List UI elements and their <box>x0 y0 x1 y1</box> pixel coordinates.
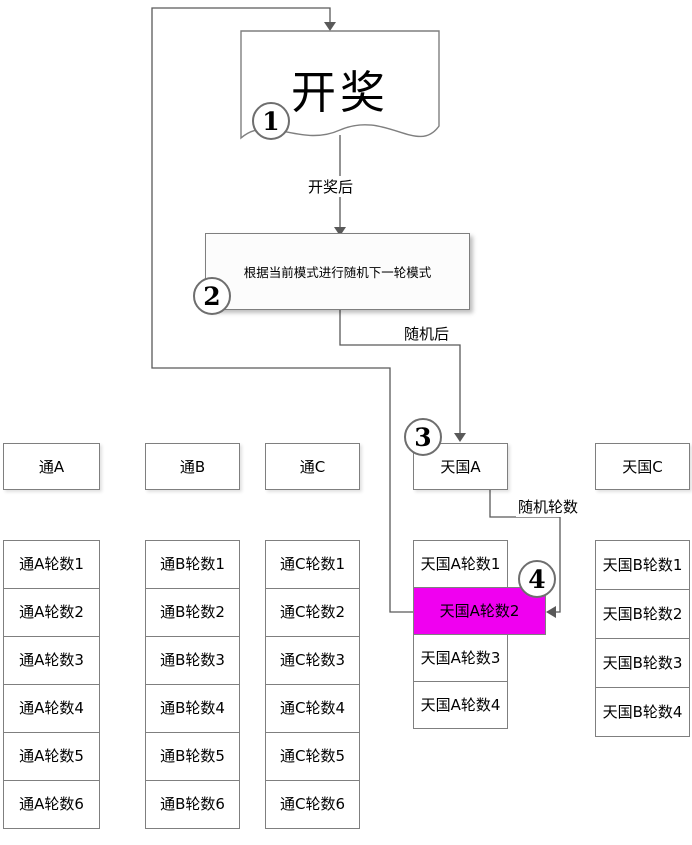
list-item: 天国B轮数2 <box>595 589 690 639</box>
edge-label-random-rounds: 随机轮数 <box>516 496 581 517</box>
list-item: 通C轮数1 <box>265 540 360 589</box>
list-item: 通A轮数1 <box>3 540 100 589</box>
start-node-label: 开奖 <box>290 66 389 119</box>
list-item: 通B轮数4 <box>145 684 240 733</box>
list-item: 天国B轮数4 <box>595 687 690 737</box>
list-item: 通A轮数3 <box>3 636 100 685</box>
list-item: 通C轮数6 <box>265 780 360 829</box>
start-node-document: 开奖 <box>240 30 440 158</box>
list-tong-b: 通B轮数1 通B轮数2 通B轮数3 通B轮数4 通B轮数5 通B轮数6 <box>145 540 240 829</box>
arrowhead-into-document <box>324 22 336 31</box>
list-item: 通A轮数4 <box>3 684 100 733</box>
list-tianguo-a: 天国A轮数1 天国A轮数2 天国A轮数3 天国A轮数4 <box>413 540 546 729</box>
column-header-tianguo-c: 天国C <box>595 443 690 490</box>
loop-back-connector <box>151 7 413 613</box>
list-item: 通C轮数5 <box>265 732 360 781</box>
edge-label-after-random: 随机后 <box>402 323 452 344</box>
list-item: 天国A轮数3 <box>413 634 508 682</box>
arrowhead-into-tianguo-a <box>454 433 466 442</box>
tianguo-a-to-selected-round-connector <box>489 490 561 618</box>
column-header-tong-b: 通B <box>145 443 240 490</box>
list-item: 通A轮数2 <box>3 588 100 637</box>
list-item: 通B轮数5 <box>145 732 240 781</box>
process-node: 根据当前模式进行随机下一轮模式 <box>205 233 470 310</box>
edge-label-after-draw: 开奖后 <box>306 176 356 197</box>
column-header-tong-c: 通C <box>265 443 360 490</box>
list-item: 通C轮数2 <box>265 588 360 637</box>
step-badge-1: 1 <box>252 102 290 140</box>
arrowhead-into-selected-round <box>546 606 556 618</box>
step-badge-2: 2 <box>193 277 231 315</box>
list-tong-c: 通C轮数1 通C轮数2 通C轮数3 通C轮数4 通C轮数5 通C轮数6 <box>265 540 360 829</box>
list-item: 天国B轮数1 <box>595 540 690 590</box>
list-item: 通B轮数1 <box>145 540 240 589</box>
list-item: 通B轮数6 <box>145 780 240 829</box>
process-to-tianguo-a-connector <box>339 310 466 442</box>
list-item: 天国A轮数4 <box>413 681 508 729</box>
list-item: 天国B轮数3 <box>595 638 690 688</box>
list-item: 通A轮数6 <box>3 780 100 829</box>
list-item: 天国A轮数1 <box>413 540 508 588</box>
list-tianguo-c: 天国B轮数1 天国B轮数2 天国B轮数3 天国B轮数4 <box>595 540 690 737</box>
list-item: 通C轮数4 <box>265 684 360 733</box>
arrowhead-into-process <box>334 227 346 236</box>
list-tong-a: 通A轮数1 通A轮数2 通A轮数3 通A轮数4 通A轮数5 通A轮数6 <box>3 540 100 829</box>
list-item: 通A轮数5 <box>3 732 100 781</box>
column-header-tong-a: 通A <box>3 443 100 490</box>
list-item: 通B轮数3 <box>145 636 240 685</box>
list-item: 通B轮数2 <box>145 588 240 637</box>
list-item: 通C轮数3 <box>265 636 360 685</box>
list-item-highlighted: 天国A轮数2 <box>413 587 546 635</box>
step-badge-3: 3 <box>404 418 442 456</box>
step-badge-4: 4 <box>518 560 556 598</box>
